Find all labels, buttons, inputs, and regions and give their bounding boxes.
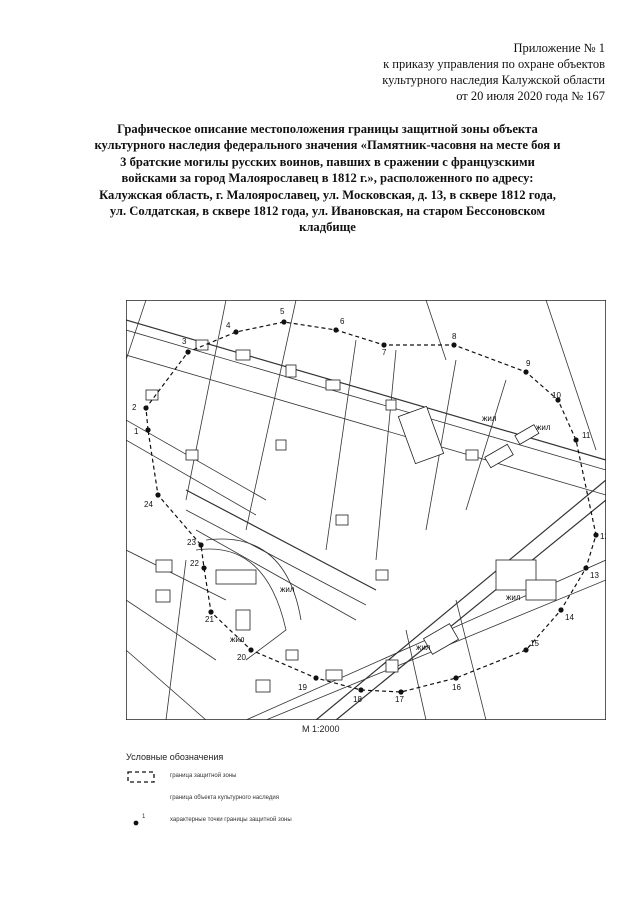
boundary-point bbox=[453, 675, 459, 681]
boundary-point-label: 14 bbox=[565, 613, 574, 622]
order-date: от 20 июля 2020 года № 167 bbox=[456, 89, 605, 103]
building-label: жил bbox=[482, 414, 497, 423]
point-sample-number: 1 bbox=[142, 814, 146, 820]
boundary-point bbox=[573, 437, 579, 443]
boundary-point-label: 13 bbox=[590, 571, 599, 580]
boundary-point bbox=[281, 319, 287, 325]
boundary-point-label: 24 bbox=[144, 500, 153, 509]
boundary-point-label: 8 bbox=[452, 332, 457, 341]
boundary-points: 123456789101112131415161718192021222324 bbox=[132, 307, 606, 704]
title-line: войсками за город Малоярославец в 1812 г… bbox=[121, 171, 534, 186]
boundary-point bbox=[398, 689, 404, 695]
boundary-point bbox=[313, 675, 319, 681]
boundary-point bbox=[208, 609, 214, 615]
boundary-point-label: 12 bbox=[600, 532, 606, 541]
boundary-point-label: 4 bbox=[226, 321, 231, 330]
map-scale: М 1:2000 bbox=[302, 724, 340, 734]
boundary-point bbox=[381, 342, 387, 348]
boundary-point bbox=[451, 342, 457, 348]
title-line: культурного наследия федерального значен… bbox=[94, 138, 561, 153]
order-line: к приказу управления по охране объектов bbox=[383, 57, 605, 71]
boundary-point-label: 9 bbox=[526, 359, 531, 368]
boundary-point bbox=[523, 647, 529, 653]
cadastral-map: жил жил жил жил жил жил 1234567891011121… bbox=[126, 300, 606, 720]
boundary-point-label: 19 bbox=[298, 683, 307, 692]
appendix-number: Приложение № 1 bbox=[513, 41, 605, 55]
boundary-point-label: 10 bbox=[552, 391, 561, 400]
boundary-point bbox=[358, 687, 364, 693]
boundary-point-label: 2 bbox=[132, 403, 137, 412]
building-labels: жил жил жил жил жил жил bbox=[230, 414, 551, 652]
boundary-point bbox=[155, 492, 161, 498]
boundary-point bbox=[143, 405, 149, 411]
legend-label: граница объекта культурного наследия bbox=[170, 795, 279, 801]
boundary-point bbox=[558, 607, 564, 613]
buildings bbox=[145, 339, 557, 693]
boundary-point bbox=[185, 349, 191, 355]
boundary-point bbox=[201, 565, 207, 571]
title-line: 3 братские могилы русских воинов, павших… bbox=[120, 154, 535, 169]
boundary-point bbox=[145, 427, 151, 433]
building-label: жил bbox=[506, 593, 521, 602]
legend-label: граница защитной зоны bbox=[170, 773, 237, 779]
boundary-point bbox=[248, 647, 254, 653]
dashed-boundary-symbol bbox=[127, 771, 155, 783]
document-title: Графическое описание местоположения гран… bbox=[60, 121, 595, 236]
boundary-point-label: 21 bbox=[205, 615, 214, 624]
title-line: Калужская область, г. Малоярославец, ул.… bbox=[99, 187, 556, 202]
legend-label: характерные точки границы защитной зоны bbox=[170, 817, 292, 823]
title-line: Графическое описание местоположения гран… bbox=[117, 122, 538, 136]
appendix-header: Приложение № 1 к приказу управления по о… bbox=[305, 40, 605, 104]
boundary-point-label: 11 bbox=[582, 431, 591, 440]
boundary-point bbox=[583, 565, 589, 571]
boundary-point-label: 3 bbox=[182, 337, 187, 346]
boundary-point-label: 7 bbox=[382, 348, 387, 357]
boundary-point-label: 22 bbox=[190, 559, 199, 568]
boundary-point-label: 5 bbox=[280, 307, 285, 316]
boundary-point bbox=[333, 327, 339, 333]
building-label: жил bbox=[536, 423, 551, 432]
point-symbol bbox=[133, 820, 139, 826]
boundary-point-label: 16 bbox=[452, 683, 461, 692]
boundary-point bbox=[555, 397, 561, 403]
title-line: кладбище bbox=[299, 220, 356, 235]
boundary-point bbox=[198, 542, 204, 548]
boundary-point bbox=[233, 329, 239, 335]
boundary-point-label: 23 bbox=[187, 538, 196, 547]
building-label: жил bbox=[280, 585, 295, 594]
title-line: ул. Солдатская, в сквере 1812 года, ул. … bbox=[109, 204, 546, 219]
boundary-point-label: 18 bbox=[353, 695, 362, 704]
boundary-point-label: 20 bbox=[237, 653, 246, 662]
building-label: жил bbox=[416, 643, 431, 652]
boundary-point-label: 6 bbox=[340, 317, 345, 326]
boundary-point bbox=[593, 532, 599, 538]
boundary-point bbox=[523, 369, 529, 375]
map-frame bbox=[126, 300, 606, 720]
boundary-point-label: 1 bbox=[134, 427, 139, 436]
boundary-point-label: 15 bbox=[530, 639, 539, 648]
boundary-point-label: 17 bbox=[395, 695, 404, 704]
authority-line: культурного наследия Калужской области bbox=[382, 73, 605, 87]
legend-title: Условные обозначения bbox=[126, 752, 224, 762]
building-label: жил bbox=[230, 635, 245, 644]
